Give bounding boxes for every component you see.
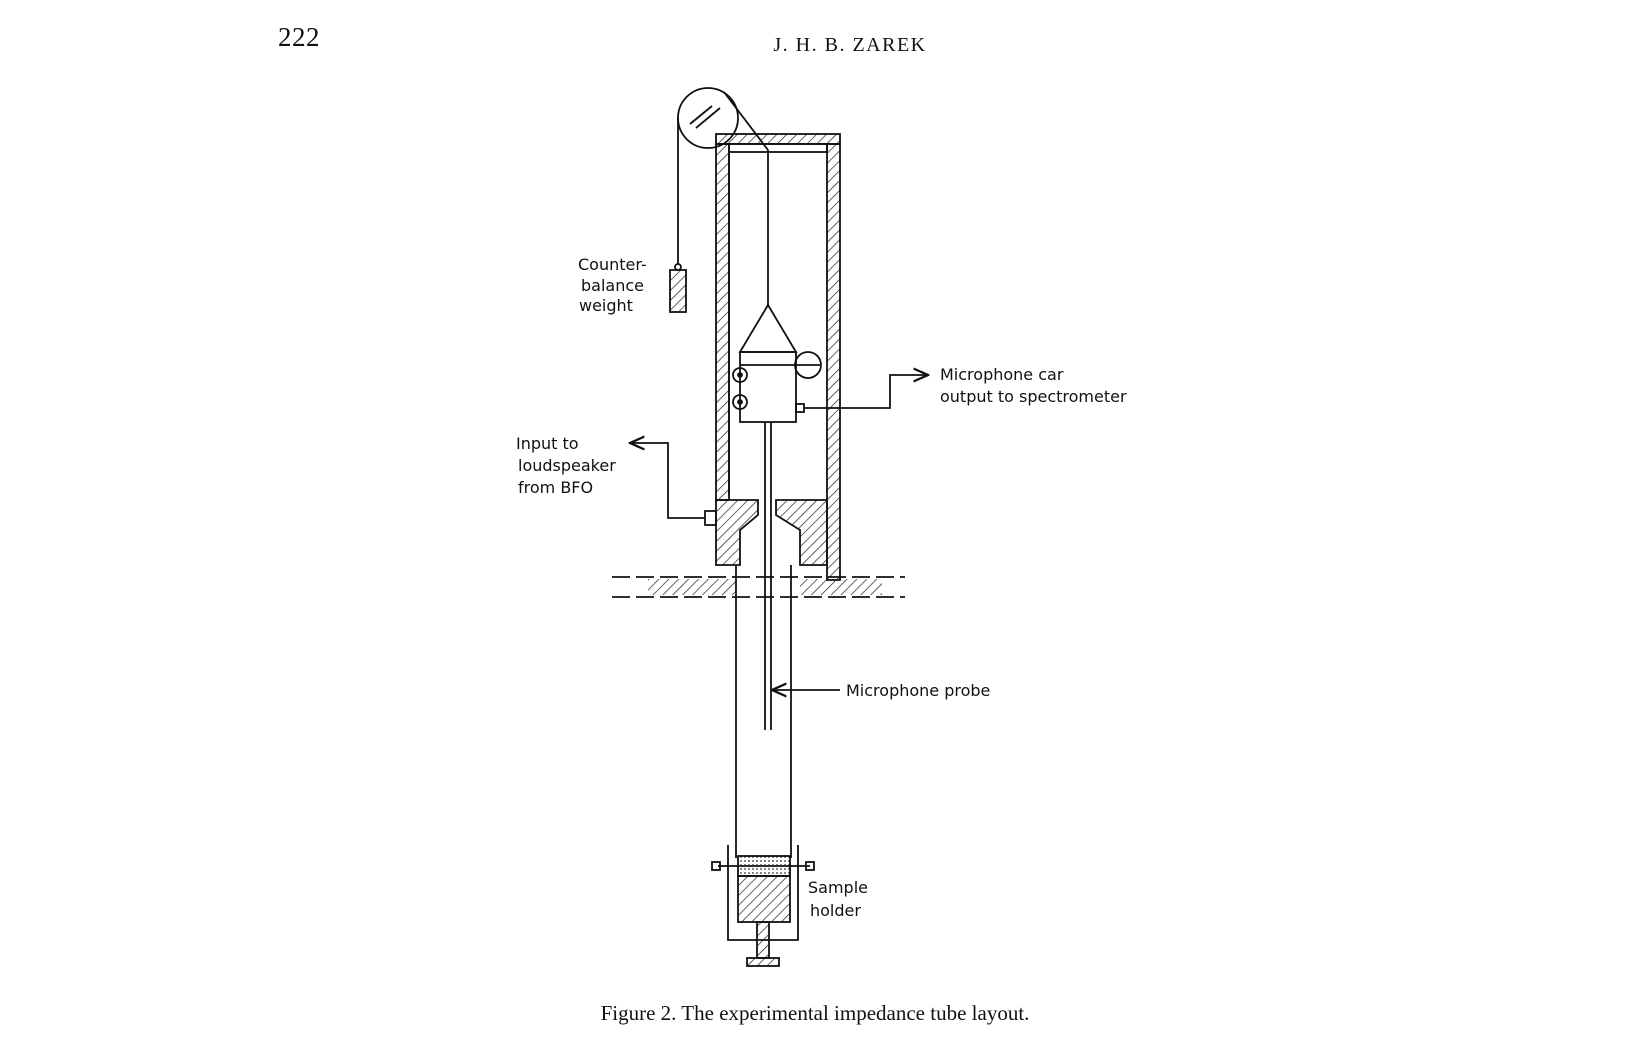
page-number: 222 bbox=[278, 22, 320, 52]
loudspeaker-input-label: Input to loudspeaker from BFO bbox=[516, 434, 621, 497]
microphone-car bbox=[732, 303, 928, 423]
sample-holder-label: Sample holder bbox=[808, 878, 873, 920]
floor-slab bbox=[612, 576, 905, 598]
impedance-tube bbox=[735, 565, 792, 858]
sample-holder bbox=[711, 845, 815, 967]
microphone-car-label: Microphone car output to spectrometer bbox=[940, 365, 1127, 406]
microphone-probe bbox=[764, 422, 840, 730]
microphone-probe-label: Microphone probe bbox=[846, 681, 990, 700]
counterbalance-weight bbox=[669, 263, 687, 313]
running-head: J. H. B. ZAREK bbox=[773, 34, 927, 56]
upper-housing bbox=[715, 133, 841, 581]
figure-caption: Figure 2. The experimental impedance tub… bbox=[600, 1001, 1030, 1025]
loudspeaker-coupling bbox=[630, 443, 828, 566]
counterbalance-label: Counter- balance weight bbox=[578, 255, 652, 315]
